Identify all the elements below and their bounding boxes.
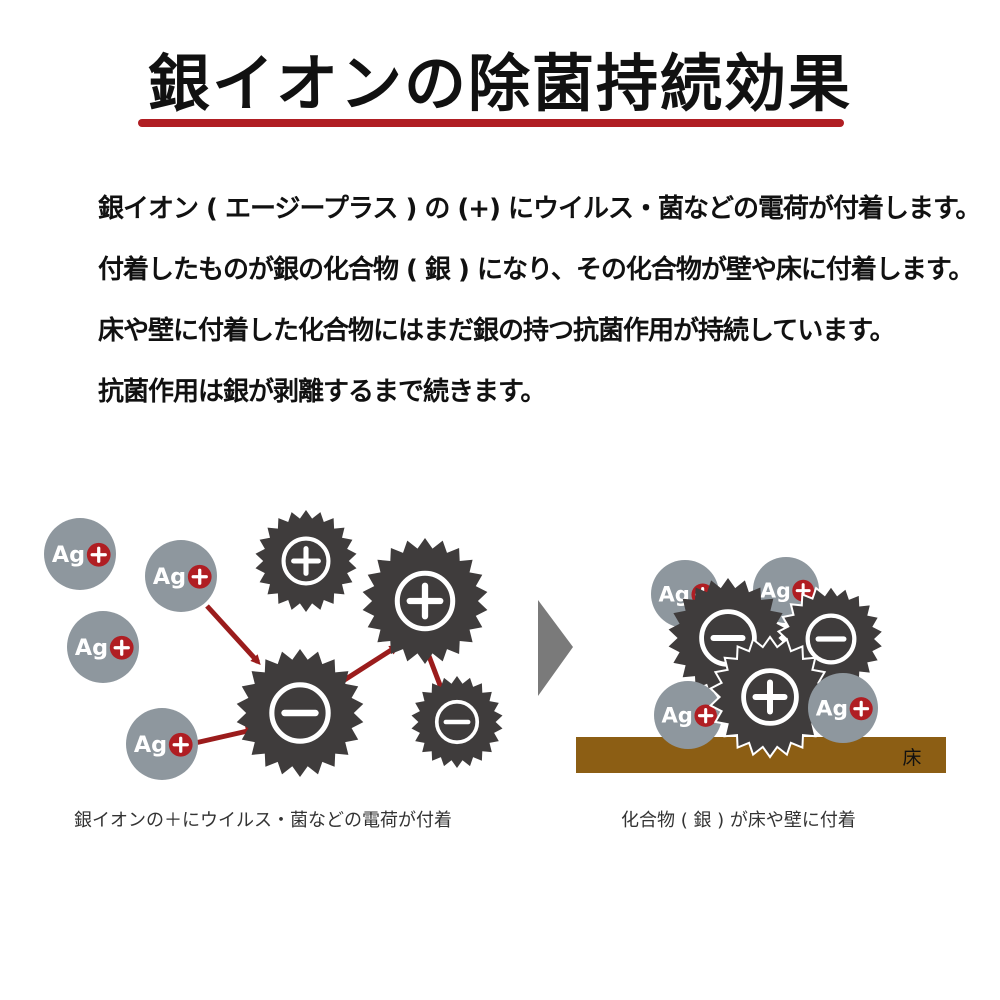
silver-ion-diagram: Ag Ag Ag Ag 床 Ag Ag Ag Ag [44,510,946,780]
description-line-2: 付着したものが銀の化合物 ( 銀 ) になり、その化合物が壁や床に付着します。 [98,255,974,285]
left-germs [236,510,503,777]
silver-ion-icon: Ag [654,681,722,749]
ion-label: Ag [153,564,186,590]
description-line-3: 床や壁に付着した化合物にはまだ銀の持つ抗菌作用が持続しています。 [98,316,896,346]
ion-label: Ag [134,732,167,758]
compound-cluster: Ag Ag Ag Ag [651,557,886,759]
silver-ion-icon: Ag [67,611,139,683]
description-line-1: 銀イオン ( エージープラス ) の (+) にウイルス・菌などの電荷が付着しま… [98,194,981,224]
ion-label: Ag [75,635,108,661]
ion-label: Ag [816,697,848,722]
description: 銀イオン ( エージープラス ) の (+) にウイルス・菌などの電荷が付着しま… [98,188,981,432]
silver-ion-icon: Ag [126,708,198,780]
left-silver-ions: Ag Ag Ag Ag [44,518,217,780]
silver-ion-icon: Ag [808,673,878,743]
left-caption: 銀イオンの＋にウイルス・菌などの電荷が付着 [74,810,452,831]
page-title: 銀イオンの除菌持続効果 [147,47,852,120]
virus-positive-icon [708,635,832,759]
arrow-bottom-ion-to-negative-germ [194,726,256,746]
floor-label: 床 [902,747,921,769]
description-line-4: 抗菌作用は銀が剥離するまで続きます。 [98,377,546,407]
virus-positive-small-icon [255,510,357,612]
silver-ion-icon: Ag [145,540,217,612]
ion-label: Ag [661,702,692,727]
virus-negative-large-icon [236,649,364,777]
silver-ion-icon: Ag [44,518,116,590]
ion-label: Ag [52,542,85,568]
title-underline [138,119,844,127]
chevron-right-icon [538,600,573,696]
arrow-ion-to-negative-germ [205,604,261,665]
ion-label: Ag [760,578,790,602]
virus-negative-small-icon [411,676,503,768]
right-caption: 化合物 ( 銀 ) が床や壁に付着 [621,810,856,831]
virus-positive-large-icon [362,538,488,664]
